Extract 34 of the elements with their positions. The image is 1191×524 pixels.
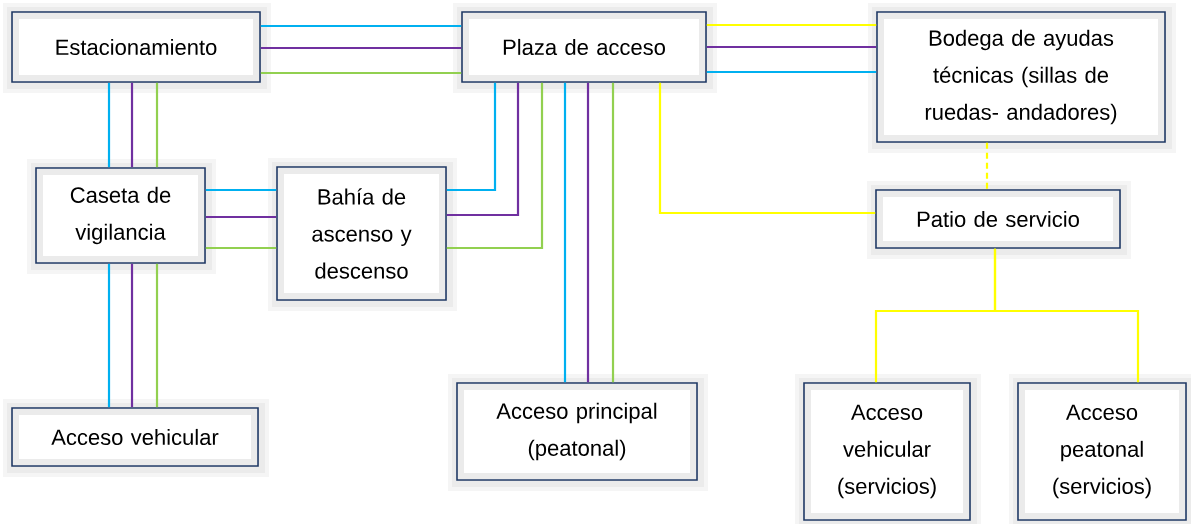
connector-line [260,46,462,50]
process-box: Acceso peatonal (servicios) [1009,374,1191,524]
connector-line [985,142,989,190]
connector-line [611,82,615,383]
connector-line [155,82,159,168]
process-box: Acceso principal (peatonal) [448,374,708,491]
connector-line [205,246,277,250]
connector-line [706,23,877,27]
connector-line [260,24,462,28]
connector-line [993,248,1140,383]
process-box: Caseta de vigilancia [27,159,216,274]
connector-line [706,45,877,49]
process-box: Estacionamiento [3,3,271,93]
connector-line [658,82,876,215]
connector-line [563,82,567,383]
connector-line [205,188,277,192]
connector-line [107,82,111,168]
process-box: Acceso vehicular (servicios) [795,374,981,524]
connector-line [130,263,134,408]
process-box: Bodega de ayudas técnicas (sillas de ruedas- andadores) [868,3,1176,153]
connector-line [107,263,111,408]
process-box: Plaza de acceso [453,3,717,93]
connector-line [446,82,497,192]
connector-line [130,82,134,168]
process-box: Acceso vehicular [3,399,269,477]
connector-line [446,82,544,250]
connector-line [586,82,590,383]
connector-line [446,82,520,217]
process-box: Patio de servicio [867,181,1131,259]
connector-line [260,71,462,75]
connector-line [155,263,159,408]
process-box: Bahía de ascenso y descenso [268,158,457,311]
connector-line [205,215,277,219]
connector-line [706,70,877,74]
